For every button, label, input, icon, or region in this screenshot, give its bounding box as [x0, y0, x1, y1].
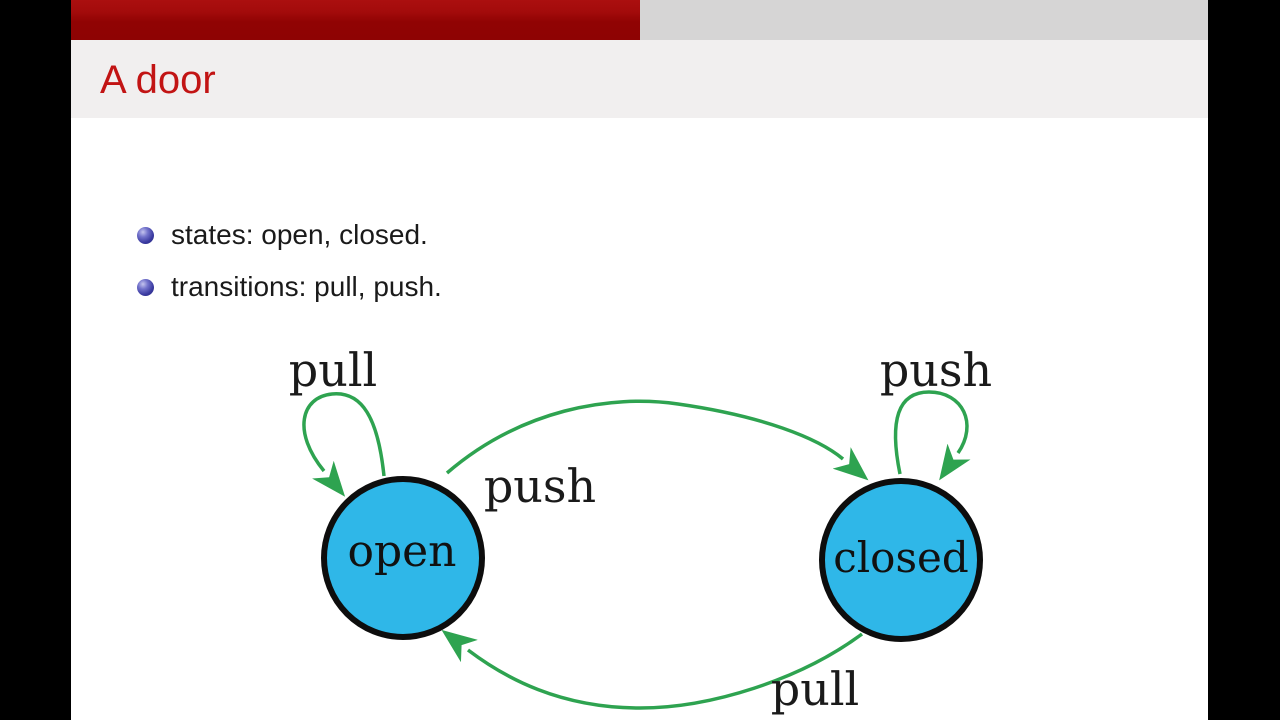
edge-closed-to-open-pull [441, 629, 864, 710]
list-item-states: states: open, closed. [137, 218, 428, 252]
edge-open-to-closed-push [445, 399, 869, 481]
edge-open-pull-selfloop [302, 392, 386, 497]
state-node-closed [819, 478, 983, 642]
slide: A door states: open, closed. transitions… [71, 0, 1208, 720]
state-label-closed: closed [833, 533, 969, 582]
edge-label-pull-selfloop: pull [289, 343, 378, 397]
bullet-text-states: states: open, closed. [171, 219, 428, 250]
state-node-open [321, 476, 485, 640]
edge-closed-push-selfloop [893, 390, 971, 481]
list-item-transitions: transitions: pull, push. [137, 270, 442, 304]
bullet-ball-icon [137, 278, 154, 296]
page-title: A door [100, 58, 216, 102]
edge-label-pull-transition: pull [771, 662, 860, 716]
header-bar-gray-segment [640, 0, 1208, 40]
title-band: A door [71, 40, 1208, 118]
slide-header-bar [71, 0, 1208, 40]
edge-label-push-selfloop: push [880, 343, 992, 397]
bullet-ball-icon [137, 226, 154, 244]
state-label-open: open [347, 526, 456, 577]
bullet-text-transitions: transitions: pull, push. [171, 271, 442, 302]
header-bar-red-segment [71, 0, 640, 40]
edge-label-push-transition: push [484, 459, 596, 513]
